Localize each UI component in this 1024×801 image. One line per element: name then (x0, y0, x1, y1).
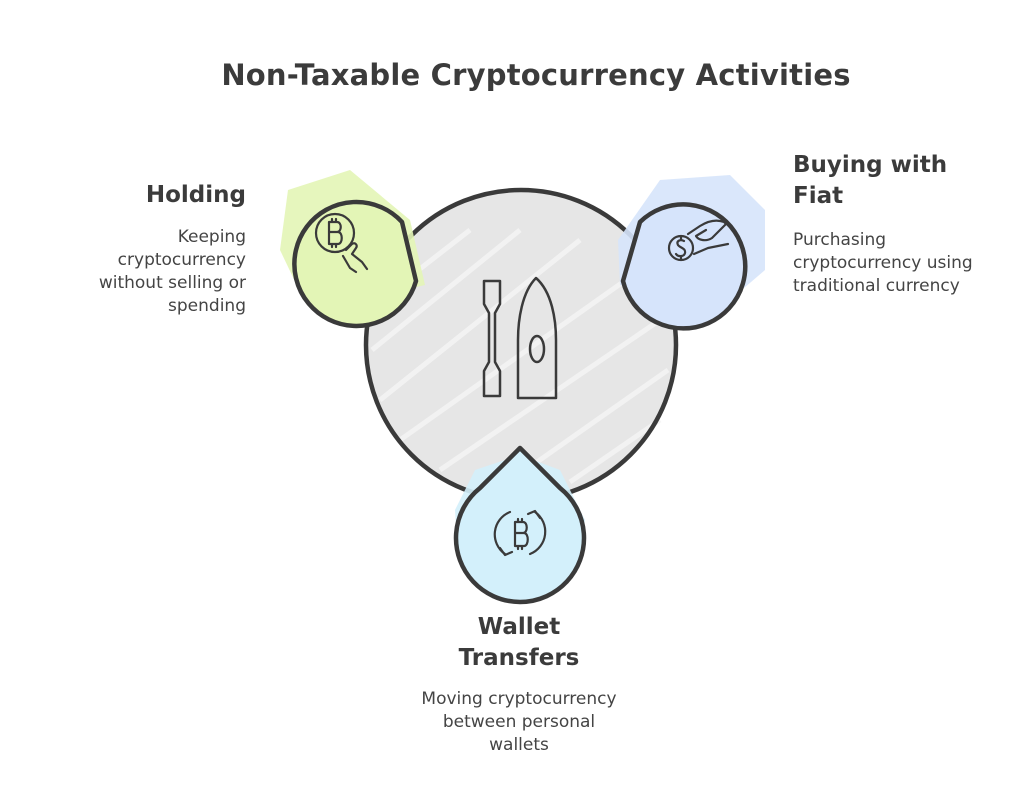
wallet-transfers-heading: Wallet Transfers (458, 614, 580, 671)
holding-description: Keeping cryptocurrency without selling o… (98, 227, 246, 316)
bitcoin-in-hand-icon (314, 212, 369, 274)
holding-node (280, 170, 425, 329)
buying-with-fiat-heading: Buying with Fiat (793, 152, 948, 209)
hand-with-dollar-coin-icon (667, 219, 730, 262)
buying-with-fiat-description: Purchasing cryptocurrency using traditio… (793, 230, 973, 296)
center-node (363, 187, 679, 503)
bitcoin-cycle-arrows-icon (493, 509, 547, 557)
wallet-transfers-description: Moving cryptocurrency between personal w… (421, 689, 617, 755)
diagram-title: Non-Taxable Cryptocurrency Activities (221, 58, 851, 92)
holding-heading: Holding (145, 182, 246, 208)
paddle-and-kayak-icon (482, 276, 558, 400)
